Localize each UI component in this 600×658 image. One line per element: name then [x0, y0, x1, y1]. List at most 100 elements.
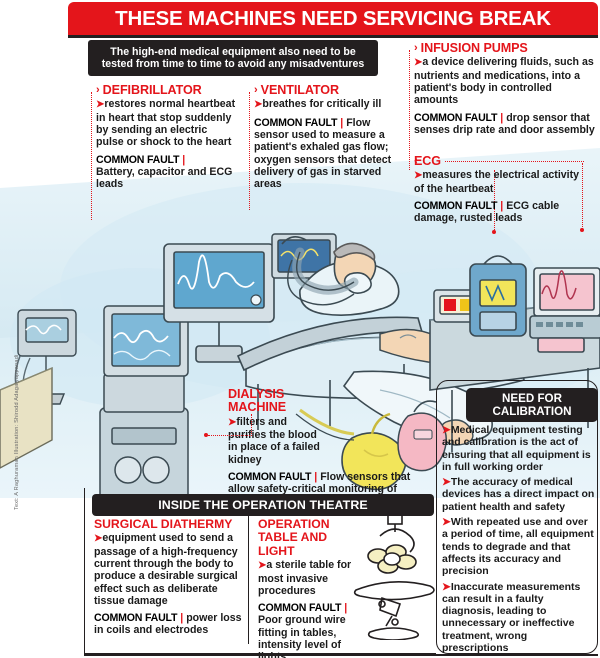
defibrillator-fault: COMMON FAULT | Battery, capacitor and EC…	[96, 154, 236, 191]
operation-table-fault-text: Poor ground wire fitting in tables, inte…	[258, 614, 346, 658]
leader-ecg-dotted	[445, 161, 584, 163]
bullet-icon: ➤	[258, 560, 267, 572]
operation-theatre-banner: INSIDE THE OPERATION THEATRE	[92, 494, 434, 516]
infusion-pumps-title: INFUSION PUMPS	[420, 41, 528, 55]
fault-label: COMMON FAULT	[414, 111, 498, 124]
bullet-icon: ➤	[228, 416, 237, 428]
fault-label: COMMON FAULT	[254, 116, 338, 129]
list-item: ➤Medical equipment testing and calibrati…	[442, 424, 596, 473]
fault-separator: |	[182, 153, 186, 166]
ventilator-desc-text: breathes for critically ill	[262, 98, 382, 111]
ecg-fault-text: ECG cable damage, rusted leads	[414, 200, 560, 225]
standfirst-box: The high-end medical equipment also need…	[88, 40, 378, 76]
illustration-svg	[0, 38, 600, 498]
operation-table-fault: COMMON FAULT | Poor ground wire fitting …	[258, 602, 362, 658]
leader-infusion	[409, 50, 410, 170]
infusion-pumps-desc-text: a device delivering fluids, such as nutr…	[414, 56, 594, 107]
bullet-icon: ➤	[414, 170, 423, 182]
bottom-column-divider	[248, 508, 250, 644]
calibration-point-text: The accuracy of medical devices has a di…	[442, 476, 595, 513]
leader-infusion-down	[494, 170, 495, 232]
defibrillator-title: DEFIBRILLATOR	[102, 83, 202, 97]
caret-icon: ›	[414, 42, 418, 54]
calibration-banner: NEED FOR CALIBRATION	[466, 388, 598, 422]
infusion-pumps-fault-text: drop sensor that senses drip rate and do…	[414, 111, 595, 136]
leader-dot-dialysis-unit	[204, 433, 208, 437]
list-item: ➤Inaccurate measurements can result in a…	[442, 581, 596, 655]
bullet-icon: ➤	[442, 580, 451, 593]
ventilator-title: VENTILATOR	[260, 83, 339, 97]
leader-ventilator	[249, 92, 250, 210]
operation-table-title: OPERATION TABLE AND LIGHT	[258, 517, 330, 558]
dialysis-desc-text: filters and purifies the blood in place …	[228, 415, 320, 466]
leader-dot-infusion	[492, 230, 496, 234]
callout-ventilator: › VENTILATOR ➤breathes for critically il…	[254, 83, 404, 191]
back-caret-icon: ‹	[414, 155, 418, 168]
infusion-pumps-fault: COMMON FAULT | drop sensor that senses d…	[414, 112, 596, 137]
headline-banner: THESE MACHINES NEED SERVICING BREAK	[68, 2, 598, 35]
fault-separator: |	[340, 116, 344, 129]
hospital-illustration	[0, 38, 600, 498]
operation-table-illustration	[353, 513, 435, 640]
fault-label: COMMON FAULT	[228, 471, 312, 483]
defibrillator-desc-text: restores normal heartbeat in heart that …	[96, 98, 236, 149]
fault-label: COMMON FAULT	[414, 200, 498, 212]
list-item: ➤With repeated use and over a period of …	[442, 516, 596, 577]
callout-surgical-diathermy: SURGICAL DIATHERMY ➤equipment used to se…	[94, 517, 242, 637]
calibration-points-list: ➤Medical equipment testing and calibrati…	[442, 424, 596, 657]
ecg-description: ➤measures the electrical activity of the…	[414, 169, 584, 195]
dialysis-title: DIALYSIS MACHINE	[228, 387, 287, 415]
bullet-icon: ➤	[96, 99, 105, 111]
bullet-icon: ➤	[414, 57, 423, 69]
defibrillator-fault-text: Battery, capacitor and ECG leads	[96, 165, 233, 191]
ventilator-description: ➤breathes for critically ill	[254, 98, 404, 111]
surgical-diathermy-title: SURGICAL DIATHERMY	[94, 517, 233, 531]
callout-ecg: ECG ‹ ➤measures the electrical activity …	[414, 154, 584, 225]
leader-defibrillator	[91, 92, 92, 220]
operation-theatre-title: INSIDE THE OPERATION THEATRE	[158, 498, 368, 512]
leader-dialysis	[208, 435, 252, 436]
caret-icon: ›	[254, 84, 258, 96]
leader-dialysis-v	[251, 414, 252, 436]
ecg-title: ECG	[414, 154, 441, 168]
bullet-icon: ➤	[442, 424, 451, 436]
callout-infusion-pumps: › INFUSION PUMPS ➤a device delivering fl…	[414, 41, 596, 137]
leader-dot-ecg	[580, 228, 584, 232]
fault-separator: |	[500, 200, 504, 212]
fault-separator: |	[314, 471, 318, 483]
fault-separator: |	[344, 602, 348, 615]
bullet-icon: ➤	[254, 99, 263, 111]
callout-operation-table: OPERATION TABLE AND LIGHT ➤a sterile tab…	[258, 517, 362, 658]
surgical-diathermy-fault-text: power loss in coils and electrodes	[94, 612, 242, 637]
ventilator-fault: COMMON FAULT | Flow sensor used to measu…	[254, 117, 404, 191]
fault-label: COMMON FAULT	[258, 602, 342, 615]
callout-defibrillator: › DEFIBRILLATOR ➤restores normal heartbe…	[96, 83, 236, 191]
calibration-point-text: Medical equipment testing and calibratio…	[442, 424, 591, 473]
caret-icon: ›	[96, 84, 100, 96]
dialysis-description: ➤filters and purifies the blood in place…	[228, 416, 326, 466]
page-title: THESE MACHINES NEED SERVICING BREAK	[115, 6, 551, 30]
header-rule	[68, 35, 598, 38]
callout-dialysis: DIALYSIS MACHINE ➤filters and purifies t…	[228, 387, 414, 508]
leader-ecg-vert	[582, 163, 583, 229]
list-item: ➤The accuracy of medical devices has a d…	[442, 476, 596, 513]
standfirst-text: The high-end medical equipment also need…	[101, 45, 365, 70]
fault-separator: |	[500, 111, 504, 124]
ecg-desc-text: measures the electrical activity of the …	[414, 169, 580, 195]
fault-label: COMMON FAULT	[96, 153, 180, 166]
surgical-diathermy-description: ➤equipment used to send a passage of a h…	[94, 532, 242, 607]
surgical-diathermy-fault: COMMON FAULT | power loss in coils and e…	[94, 612, 242, 637]
surgical-diathermy-desc-text: equipment used to send a passage of a hi…	[94, 532, 238, 607]
calibration-point-text: With repeated use and over a period of t…	[442, 516, 594, 578]
bullet-icon: ➤	[442, 476, 451, 489]
defibrillator-description: ➤restores normal heartbeat in heart that…	[96, 98, 236, 148]
illustration-credit: Text: A Raghuraman Illustration: Shirodd…	[14, 354, 20, 511]
operation-table-description: ➤a sterile table for most invasive proce…	[258, 559, 362, 597]
infusion-pumps-description: ➤a device delivering fluids, such as nut…	[414, 56, 596, 106]
operation-table-desc-text: a sterile table for most invasive proced…	[258, 559, 352, 597]
calibration-title: NEED FOR CALIBRATION	[492, 392, 572, 418]
bottom-frame-rule	[84, 654, 598, 656]
ventilator-fault-text: Flow sensor used to measure a patient's …	[254, 116, 392, 191]
bullet-icon: ➤	[94, 533, 103, 545]
